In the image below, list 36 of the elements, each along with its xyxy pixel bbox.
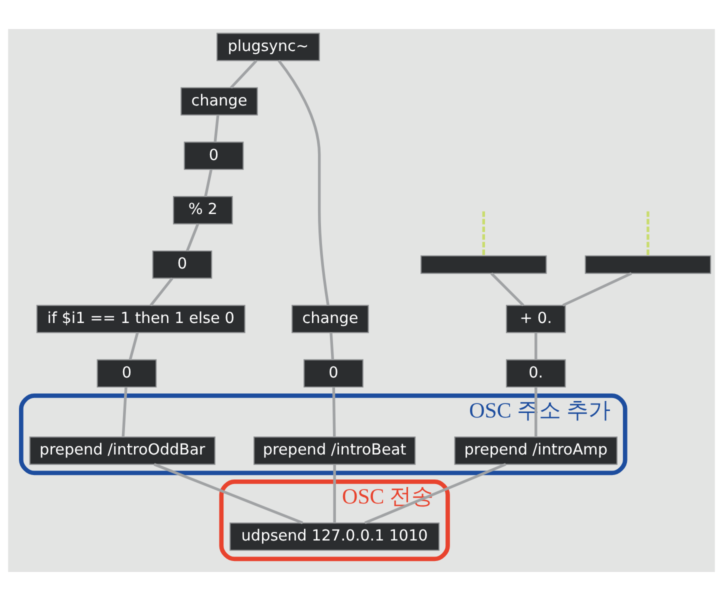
connector bbox=[332, 386, 336, 437]
node-bar bbox=[420, 254, 547, 274]
node-box: + 0. bbox=[506, 304, 566, 333]
connector bbox=[534, 386, 538, 437]
connector bbox=[150, 276, 174, 306]
connector bbox=[214, 114, 220, 142]
node-box: 0 bbox=[152, 250, 212, 278]
node-box: prepend /introOddBar bbox=[29, 436, 216, 464]
node-box: change bbox=[180, 86, 258, 115]
node-box: change bbox=[292, 304, 369, 333]
node-box: 0. bbox=[506, 358, 566, 388]
node-box: if $i1 == 1 then 1 else 0 bbox=[36, 304, 246, 333]
connector bbox=[278, 59, 330, 305]
connector bbox=[534, 332, 538, 360]
node-box: plugsync~ bbox=[216, 32, 320, 61]
connector bbox=[482, 210, 485, 256]
node-box: % 2 bbox=[172, 196, 233, 224]
connector bbox=[330, 332, 334, 360]
connector bbox=[364, 462, 506, 524]
connector bbox=[122, 386, 128, 437]
node-box: 0 bbox=[96, 358, 157, 388]
connector bbox=[646, 210, 650, 256]
connector bbox=[186, 222, 200, 251]
node-box: 0 bbox=[184, 141, 244, 170]
node-box: prepend /introAmp bbox=[454, 436, 618, 464]
node-box: prepend /introBeat bbox=[254, 436, 416, 464]
node-box: udpsend 127.0.0.1 1010 bbox=[230, 522, 440, 550]
connector bbox=[490, 272, 524, 306]
connector bbox=[128, 332, 139, 360]
connector bbox=[230, 59, 258, 88]
node-box: 0 bbox=[304, 358, 364, 388]
node-bar bbox=[584, 254, 712, 274]
connector bbox=[562, 272, 632, 306]
connector bbox=[154, 462, 304, 524]
connector bbox=[204, 168, 212, 196]
connector bbox=[333, 464, 336, 522]
